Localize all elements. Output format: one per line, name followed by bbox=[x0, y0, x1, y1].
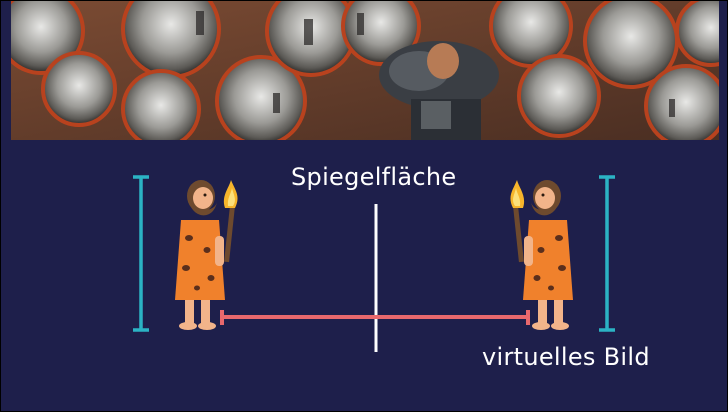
person-photo bbox=[379, 41, 499, 140]
caveman-mirror-image-icon bbox=[510, 180, 573, 330]
caveman-with-torch-icon bbox=[175, 180, 238, 330]
mirror-photo bbox=[11, 1, 719, 140]
mirror-diagram bbox=[133, 175, 615, 352]
distance-line bbox=[220, 310, 530, 325]
height-bracket-left bbox=[133, 175, 149, 332]
virtual-image-label: virtuelles Bild bbox=[482, 343, 650, 371]
mirror-surface-label: Spiegelfläche bbox=[291, 163, 457, 191]
height-bracket-right bbox=[599, 175, 615, 332]
convex-mirrors-photo bbox=[11, 1, 719, 140]
